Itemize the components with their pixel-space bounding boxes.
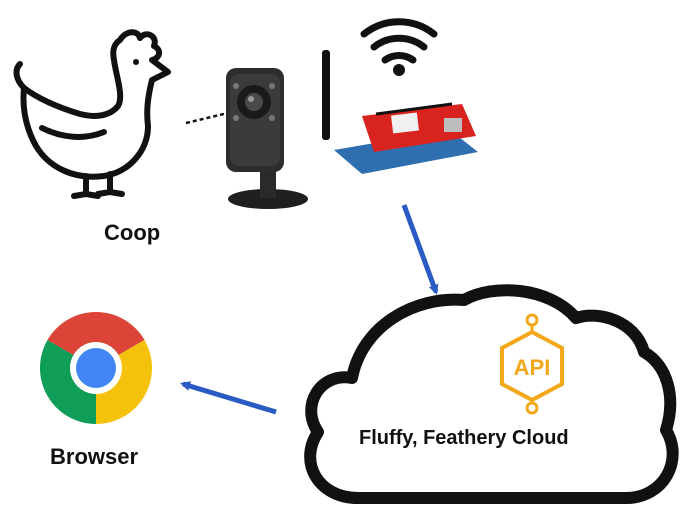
chicken-icon (13, 29, 171, 199)
arduino-board-icon (322, 50, 478, 174)
webcam-icon (226, 68, 308, 209)
api-icon: API (500, 313, 564, 415)
coop-camera-link (185, 110, 233, 125)
browser-label: Browser (50, 444, 139, 469)
arrow-cloud-to-browser (180, 381, 277, 415)
wifi-icon (360, 18, 438, 64)
api-badge-text: API (514, 355, 551, 380)
cloud-icon (304, 284, 679, 504)
arrow-device-to-cloud (401, 204, 439, 295)
coop-label: Coop (104, 220, 161, 245)
cloud-label: Fluffy, Feathery Cloud (359, 427, 569, 449)
chrome-icon (39, 312, 153, 424)
